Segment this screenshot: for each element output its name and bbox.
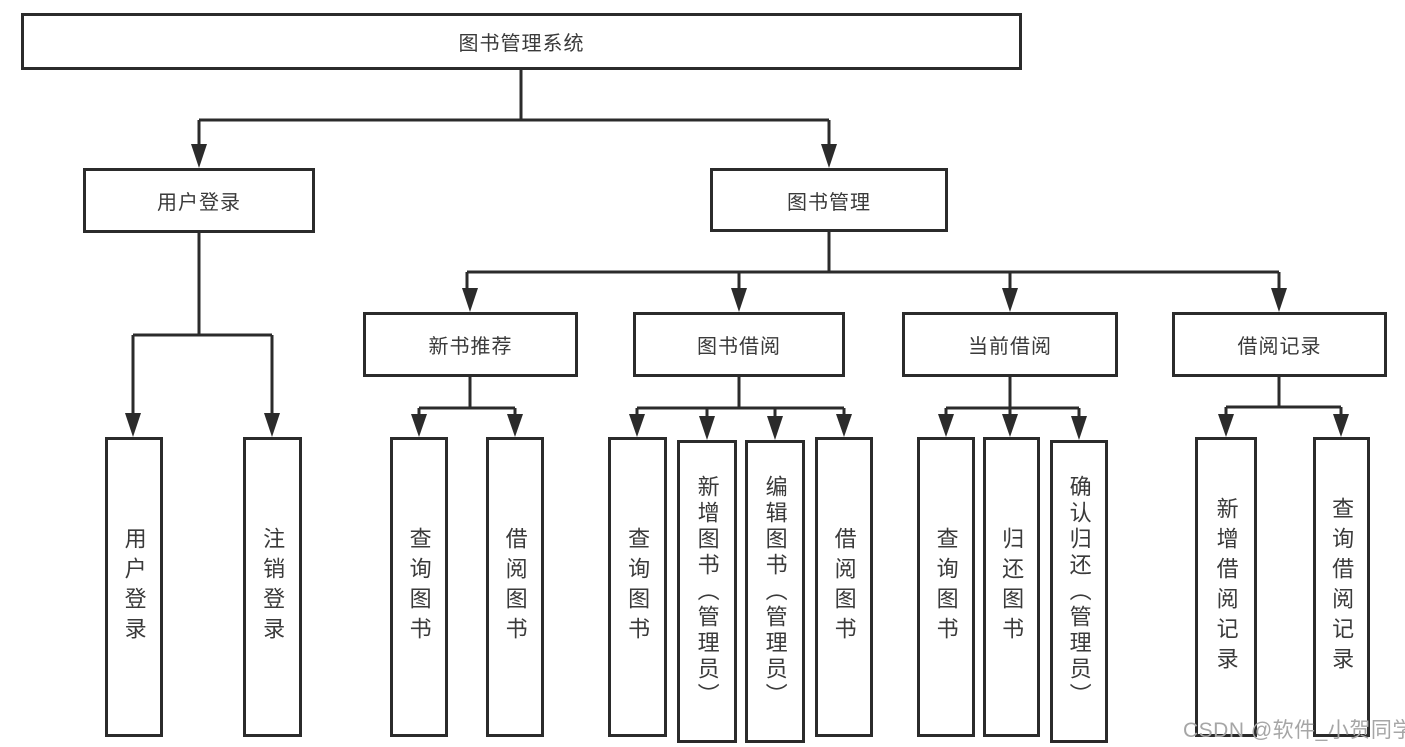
leaf-query-books-current: 查询图书 [917, 437, 975, 737]
leaf-confirm-return-admin: 确认归还（管理员） [1050, 440, 1108, 743]
leaf-label: 借阅图书 [502, 527, 528, 647]
leaf-label: 新增图书（管理员） [694, 474, 720, 709]
leaf-return-book: 归还图书 [983, 437, 1040, 737]
node-borrow-records: 借阅记录 [1172, 312, 1387, 377]
leaf-query-books-borrow: 查询图书 [608, 437, 667, 737]
leaf-borrow-books: 借阅图书 [815, 437, 873, 737]
leaf-add-borrow-record: 新增借阅记录 [1195, 437, 1257, 737]
csdn-watermark: CSDN @软件_小贺同学 [1183, 719, 1405, 742]
node-book-borrow: 图书借阅 [633, 312, 845, 377]
leaf-add-book-admin: 新增图书（管理员） [677, 440, 737, 743]
leaf-label: 编辑图书（管理员） [762, 474, 788, 709]
leaf-logout: 注销登录 [243, 437, 302, 737]
node-user-login: 用户登录 [83, 168, 315, 233]
leaf-borrow-books-recommend: 借阅图书 [486, 437, 544, 737]
leaf-user-login: 用户登录 [105, 437, 163, 737]
leaf-edit-book-admin: 编辑图书（管理员） [745, 440, 805, 743]
leaf-label: 确认归还（管理员） [1066, 474, 1092, 709]
node-current-borrow: 当前借阅 [902, 312, 1118, 377]
leaf-label: 查询借阅记录 [1329, 497, 1355, 677]
leaf-query-borrow-record: 查询借阅记录 [1313, 437, 1370, 737]
leaf-label: 借阅图书 [831, 527, 857, 647]
leaf-label: 注销登录 [260, 527, 286, 647]
leaf-label: 查询图书 [933, 527, 959, 647]
node-book-management: 图书管理 [710, 168, 948, 232]
node-root-library-system: 图书管理系统 [21, 13, 1022, 70]
leaf-label: 查询图书 [625, 527, 651, 647]
leaf-label: 用户登录 [121, 527, 147, 647]
leaf-query-books-recommend: 查询图书 [390, 437, 448, 737]
leaf-label: 新增借阅记录 [1213, 497, 1239, 677]
leaf-label: 归还图书 [999, 527, 1025, 647]
leaf-label: 查询图书 [406, 527, 432, 647]
node-new-book-recommend: 新书推荐 [363, 312, 578, 377]
